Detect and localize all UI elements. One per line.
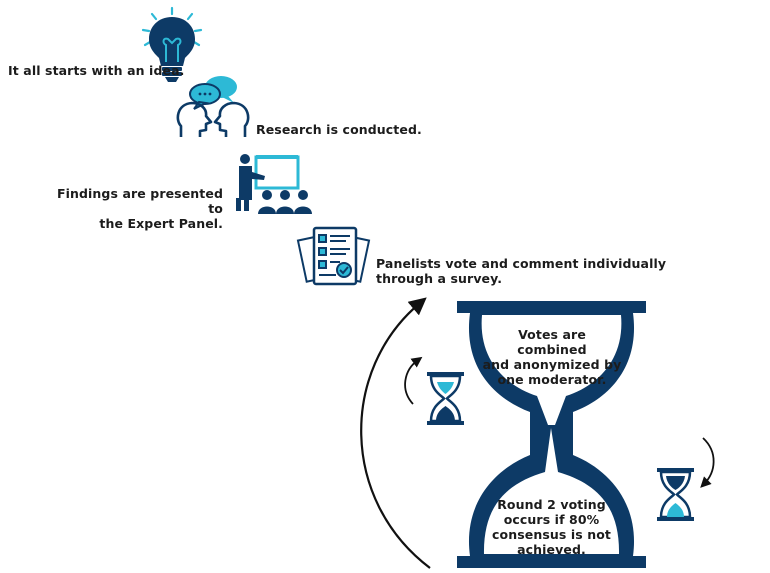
hourglass-icon	[427, 372, 464, 425]
hourglass-top-text: Votes are combined and anonymized by one…	[482, 327, 622, 387]
step-present-label: Findings are presented to the Expert Pan…	[56, 186, 223, 231]
hourglass-icon	[657, 468, 694, 521]
cycle-arrow-small-right	[700, 437, 715, 488]
presentation-icon	[236, 154, 312, 214]
cycle-arrow-large	[360, 297, 431, 569]
large-hourglass	[457, 301, 646, 568]
step-idea-label: It all starts with an idea.	[8, 63, 185, 78]
survey-documents-icon	[296, 226, 371, 286]
discussion-heads-icon	[176, 76, 250, 137]
step-vote-label: Panelists vote and comment individually …	[376, 256, 667, 286]
step-research-label: Research is conducted.	[256, 122, 422, 137]
hourglass-bottom-text: Round 2 voting occurs if 80% consensus i…	[492, 497, 611, 557]
cycle-arrow-small-left	[404, 356, 423, 405]
lightbulb-icon	[141, 6, 203, 82]
